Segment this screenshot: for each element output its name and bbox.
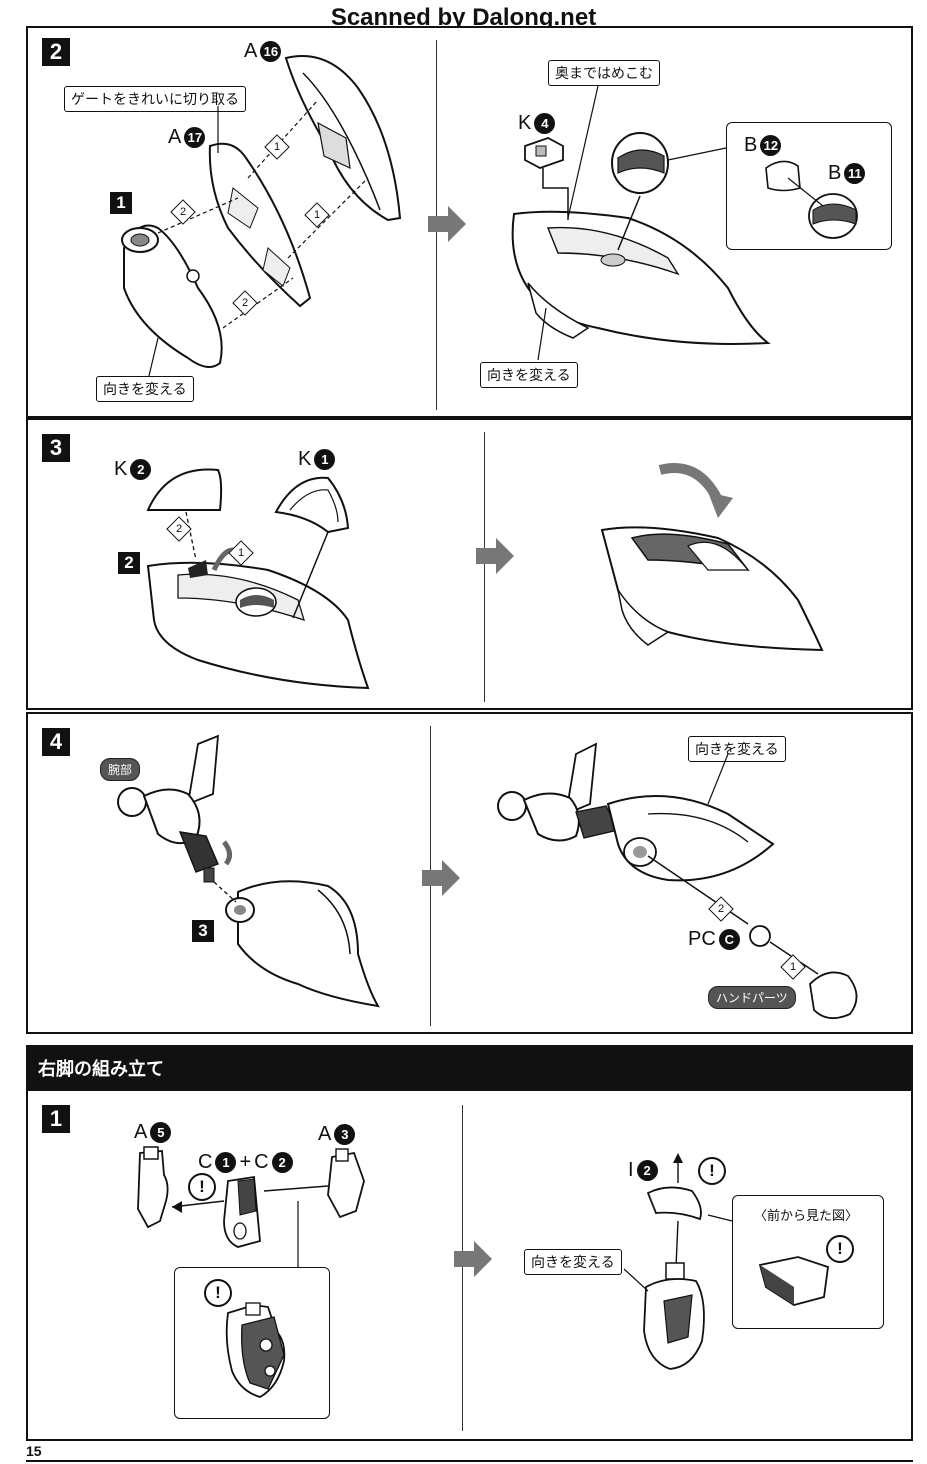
substep-1: 1 <box>110 192 132 214</box>
substep-2: 2 <box>118 552 140 574</box>
bottom-rule <box>26 1460 913 1462</box>
right-leg-left-illustration <box>137 1146 365 1267</box>
turn-note-label: 向きを変える <box>480 362 578 388</box>
next-step-arrow <box>422 860 460 896</box>
next-step-arrow <box>428 206 466 242</box>
step2-right-illustration <box>511 85 858 361</box>
gate-note-label: ゲートをきれいに切り取る <box>64 86 246 112</box>
turn-note-label: 向きを変える <box>96 376 194 402</box>
substep-3: 3 <box>192 920 214 942</box>
next-step-arrow <box>476 538 514 574</box>
step2-left-illustration <box>121 55 402 381</box>
push-note-label: 奥まではめこむ <box>548 60 660 86</box>
caution-icon: ! <box>826 1235 854 1263</box>
caution-icon: ! <box>204 1279 232 1307</box>
right-leg-right-illustration <box>623 1153 829 1370</box>
step4-right-illustration <box>497 742 858 1020</box>
step3-left-illustration <box>146 468 370 690</box>
detail-inset <box>726 122 892 250</box>
caution-icon: ! <box>698 1157 726 1185</box>
step-number: 4 <box>42 728 70 756</box>
step3-right-illustration <box>600 463 824 652</box>
step-number: 3 <box>42 434 70 462</box>
arm-tag: 腕部 <box>100 758 141 781</box>
caution-icon: ! <box>188 1173 216 1201</box>
panel-divider <box>484 432 485 702</box>
turn-note-label: 向きを変える <box>688 736 786 762</box>
next-step-arrow <box>454 1241 492 1277</box>
hand-parts-tag: ハンドパーツ <box>708 986 796 1009</box>
section-title: 右脚の組み立て <box>38 1059 164 1080</box>
page-number: 15 <box>26 1443 42 1459</box>
step4-left-illustration <box>117 734 380 1008</box>
inset-detail-drawing <box>225 1302 286 1398</box>
panel-divider <box>462 1105 463 1431</box>
step-number: 1 <box>42 1105 70 1133</box>
section-title-bar: 右脚の組み立て <box>26 1045 913 1091</box>
step-number: 2 <box>42 38 70 66</box>
front-view-caption: 〈前から見た図〉 <box>754 1209 859 1224</box>
turn-note-label: 向きを変える <box>524 1249 622 1275</box>
